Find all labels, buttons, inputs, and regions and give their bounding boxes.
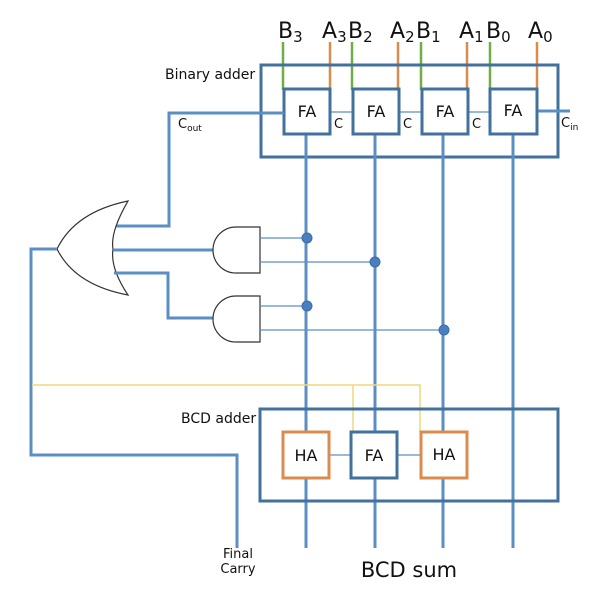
bcd-adder-block — [258, 407, 560, 503]
final-carry-label-line1: Final — [223, 547, 253, 562]
label-b1: B1 — [416, 19, 441, 46]
fa-label-bcd: FA — [365, 446, 384, 465]
binary-adder-label: Binary adder — [165, 67, 255, 83]
cout-label: Cout — [178, 117, 202, 134]
carry-chain — [330, 109, 570, 113]
cin-label: Cin — [561, 116, 578, 133]
bcd-adder-label: BCD adder — [181, 411, 256, 427]
and-gate-1 — [212, 226, 261, 274]
fa-label-2: FA — [367, 102, 386, 121]
and-gate-2 — [212, 295, 261, 343]
fa-label-3: FA — [298, 102, 317, 121]
label-a2: A2 — [390, 19, 415, 46]
label-b2: B2 — [348, 19, 373, 46]
or-input-and2-wire — [114, 271, 215, 320]
fa-cell-3 — [282, 87, 332, 136]
label-a3: A3 — [322, 19, 347, 46]
junction-dot — [301, 232, 313, 244]
fa-label-1: FA — [436, 102, 455, 121]
fa-cell-2 — [351, 87, 401, 136]
or-gate — [56, 200, 130, 296]
final-carry-label-line2: Carry — [220, 562, 256, 577]
label-b3: B3 — [278, 19, 303, 46]
ha-label-left: HA — [295, 446, 318, 465]
junction-dot — [369, 256, 381, 268]
carry-label-3: C — [472, 117, 481, 132]
label-a1: A1 — [459, 19, 484, 46]
junction-dot — [301, 300, 313, 312]
ha-cell-left — [281, 430, 331, 480]
junctions — [301, 232, 450, 336]
input-labels: B3 A3 B2 A2 B1 A1 B0 A0 — [278, 19, 553, 46]
bcd-adder-cells: HA FA HA — [281, 430, 469, 480]
fa-label-0: FA — [504, 101, 523, 120]
label-b0: B0 — [486, 19, 511, 46]
sum-buses — [304, 134, 515, 548]
carry-label-2: C — [403, 117, 412, 132]
ha-label-right: HA — [433, 445, 456, 464]
carry-label-1: C — [334, 117, 343, 132]
final-carry-wire — [29, 247, 239, 548]
fa-cell-bcd — [349, 430, 399, 480]
fa-cell-0 — [488, 87, 539, 136]
ha-cell-right — [419, 430, 469, 480]
binary-adder-cells: FA FA FA FA C C C — [282, 87, 539, 136]
fa-cell-1 — [420, 87, 470, 136]
junction-dot — [438, 324, 450, 336]
bcd-sum-label: BCD sum — [361, 558, 457, 582]
cout-wire — [116, 111, 284, 228]
correction-wire — [32, 384, 421, 432]
label-a0: A0 — [528, 19, 553, 46]
